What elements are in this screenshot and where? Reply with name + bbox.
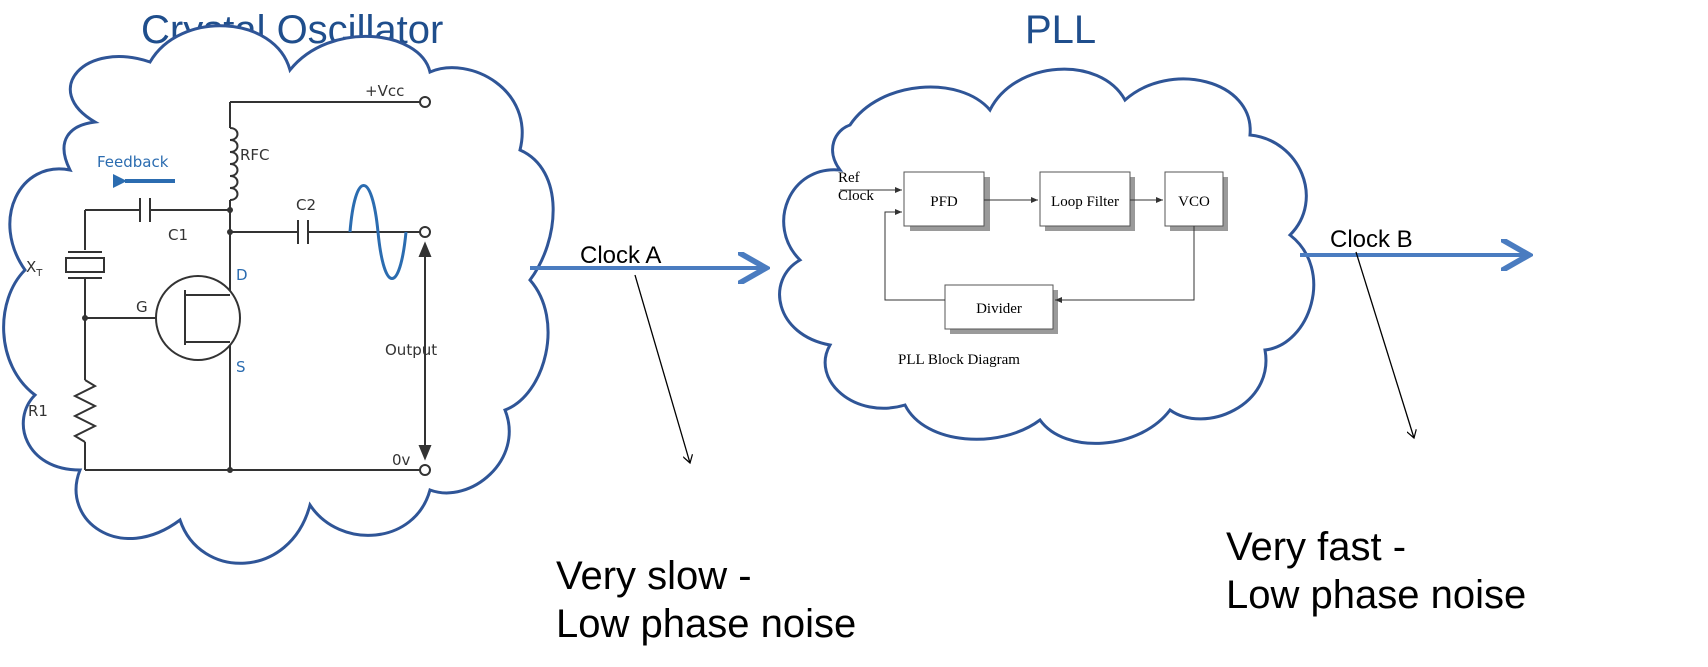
vco-block bbox=[1164, 171, 1224, 227]
rfc-label: RFC bbox=[240, 146, 270, 164]
pfd-block bbox=[903, 171, 985, 227]
clock-a-label: Clock A bbox=[580, 242, 662, 269]
r1-label: R1 bbox=[28, 402, 48, 420]
clock-a-note-line2: Low phase noise bbox=[556, 602, 857, 646]
clock-b-note-line2: Low phase noise bbox=[1226, 573, 1527, 617]
oscillator-cloud bbox=[2, 24, 555, 565]
divider-block bbox=[944, 284, 1054, 330]
ground-label: 0v bbox=[392, 451, 411, 469]
loop-filter-label: Loop Filter bbox=[1051, 194, 1119, 210]
source-label: S bbox=[236, 358, 246, 376]
clock-b-callout bbox=[1355, 251, 1414, 438]
feedback-label: Feedback bbox=[97, 153, 169, 171]
output-waveform bbox=[348, 184, 408, 280]
divider-label: Divider bbox=[976, 301, 1022, 317]
loop-filter-block bbox=[1039, 171, 1131, 227]
xt-label: XT bbox=[26, 258, 43, 279]
output-label: Output bbox=[385, 341, 437, 359]
pll-cloud bbox=[778, 67, 1316, 445]
clock-b-note: Very fast - Low phase noise bbox=[1226, 523, 1526, 619]
clock-b-label: Clock B bbox=[1330, 226, 1413, 253]
clock-a-note: Very slow - Low phase noise bbox=[556, 552, 856, 648]
pll-caption: PLL Block Diagram bbox=[898, 352, 1020, 368]
vcc-label: +Vcc bbox=[365, 82, 404, 100]
pll-title: PLL bbox=[1025, 8, 1097, 52]
oscillator-schematic bbox=[65, 96, 432, 476]
vco-label: VCO bbox=[1178, 194, 1210, 210]
gate-label: G bbox=[136, 298, 148, 316]
clock-a-callout bbox=[634, 274, 690, 463]
c2-label: C2 bbox=[296, 196, 316, 214]
drain-label: D bbox=[236, 266, 248, 284]
junction-dots bbox=[82, 207, 233, 473]
clock-a-note-line1: Very slow - bbox=[556, 554, 752, 598]
pfd-label: PFD bbox=[930, 194, 958, 210]
clock-b-note-line1: Very fast - bbox=[1226, 525, 1407, 569]
c1-label: C1 bbox=[168, 226, 188, 244]
